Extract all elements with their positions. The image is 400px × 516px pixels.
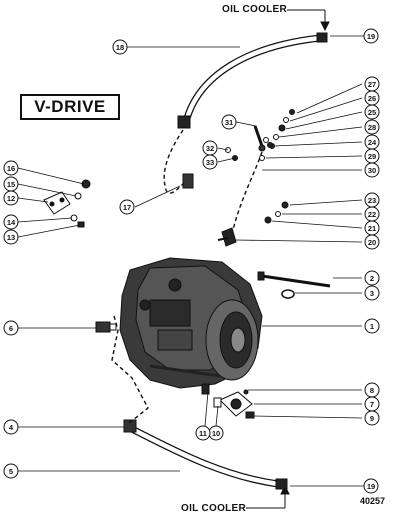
callout-22: 22 <box>364 206 380 222</box>
callout-label: 32 <box>206 144 214 153</box>
leader-lines <box>17 35 364 487</box>
callout-label: 20 <box>368 238 376 247</box>
callout-label: 22 <box>368 210 376 219</box>
callout-6: 6 <box>3 320 19 336</box>
callout-24: 24 <box>364 134 380 150</box>
callout-label: 4 <box>9 423 14 432</box>
oil-cooler-arrow-bottom <box>246 484 290 509</box>
callout-19: 19 <box>363 478 379 494</box>
callout-23: 23 <box>364 192 380 208</box>
parts-7-11 <box>201 383 255 419</box>
diagram-title: V-DRIVE <box>20 94 120 120</box>
callout-label: 26 <box>368 94 376 103</box>
callout-label: 6 <box>9 324 13 333</box>
callout-5: 5 <box>3 463 19 479</box>
callout-label: 14 <box>7 218 16 227</box>
callout-label: 8 <box>370 386 374 395</box>
callout-label: 17 <box>123 203 131 212</box>
callout-label: 27 <box>368 80 376 89</box>
callout-15: 15 <box>3 176 19 192</box>
oil-cooler-arrow-top <box>287 9 330 32</box>
callout-label: 3 <box>370 289 374 298</box>
callout-label: 28 <box>368 123 376 132</box>
callout-18: 18 <box>112 39 128 55</box>
callout-20: 20 <box>364 234 380 250</box>
callout-label: 13 <box>7 233 15 242</box>
callout-21: 21 <box>364 220 380 236</box>
small-parts-left <box>43 179 91 228</box>
fitting-6 <box>95 321 117 333</box>
callout-label: 16 <box>7 164 15 173</box>
callout-label: 23 <box>368 196 376 205</box>
callout-33: 33 <box>202 154 218 170</box>
callout-28: 28 <box>364 119 380 135</box>
callout-16: 16 <box>3 160 19 176</box>
oil-cooler-label-top: OIL COOLER <box>222 4 288 15</box>
lower-oil-hose <box>111 315 288 490</box>
callout-label: 24 <box>368 138 377 147</box>
callout-7: 7 <box>364 396 380 412</box>
callout-label: 7 <box>370 400 374 409</box>
callout-label: 19 <box>367 482 375 491</box>
callout-label: 29 <box>368 152 376 161</box>
callout-30: 30 <box>364 162 380 178</box>
callout-label: 10 <box>212 429 220 438</box>
upper-oil-hose <box>163 32 328 194</box>
callout-10: 10 <box>208 425 224 441</box>
callout-2: 2 <box>364 270 380 286</box>
callout-11: 11 <box>195 425 211 441</box>
callout-label: 15 <box>7 180 15 189</box>
callout-label: 30 <box>368 166 376 175</box>
callout-13: 13 <box>3 229 19 245</box>
callout-circles: 1234567891011121314151617181919202122232… <box>3 28 380 494</box>
callout-label: 5 <box>9 467 13 476</box>
callout-label: 31 <box>225 118 233 127</box>
oil-cooler-label-bottom: OIL COOLER <box>181 503 247 514</box>
callout-19: 19 <box>363 28 379 44</box>
callout-label: 25 <box>368 108 376 117</box>
figure-number: 40257 <box>360 496 386 506</box>
callout-9: 9 <box>364 410 380 426</box>
callout-label: 21 <box>368 224 376 233</box>
callout-32: 32 <box>202 140 218 156</box>
callout-4: 4 <box>3 419 19 435</box>
dipstick-tube <box>217 151 263 247</box>
callout-label: 19 <box>367 32 375 41</box>
callout-label: 12 <box>7 194 15 203</box>
callout-27: 27 <box>364 76 380 92</box>
callout-12: 12 <box>3 190 19 206</box>
bolt-2 <box>257 271 331 299</box>
small-parts-right <box>225 109 295 224</box>
callout-label: 18 <box>116 43 124 52</box>
callout-3: 3 <box>364 285 380 301</box>
callout-label: 33 <box>206 158 214 167</box>
callout-label: 9 <box>370 414 374 423</box>
callout-17: 17 <box>119 199 135 215</box>
callout-25: 25 <box>364 104 380 120</box>
callout-31: 31 <box>221 114 237 130</box>
callout-label: 11 <box>199 429 207 438</box>
callout-26: 26 <box>364 90 380 106</box>
callout-label: 1 <box>370 322 374 331</box>
callout-1: 1 <box>364 318 380 334</box>
callout-14: 14 <box>3 214 19 230</box>
callout-label: 2 <box>370 274 374 283</box>
callout-29: 29 <box>364 148 380 164</box>
callout-8: 8 <box>364 382 380 398</box>
transmission-housing <box>119 257 263 389</box>
